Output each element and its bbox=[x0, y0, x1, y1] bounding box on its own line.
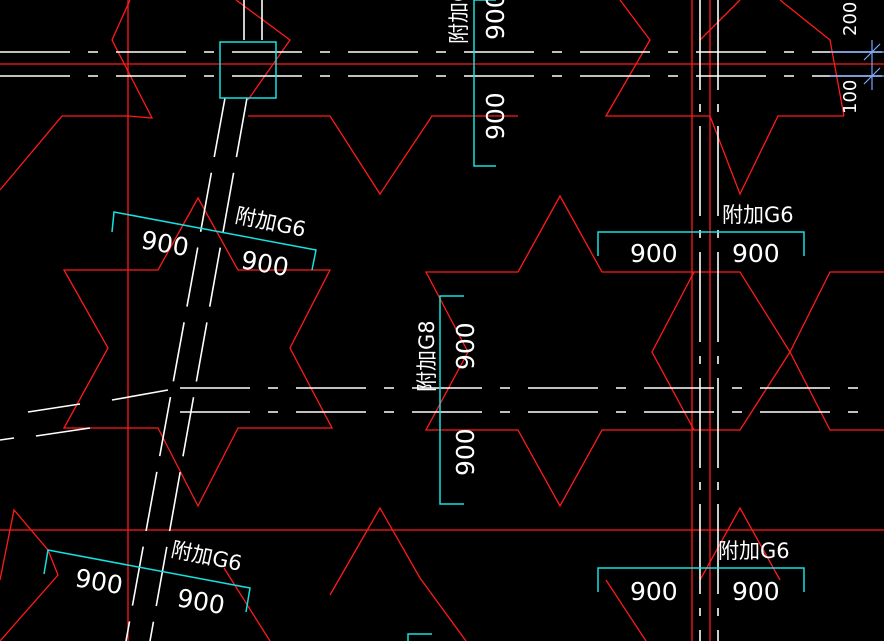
note-g6-right-lower: 附加G6 bbox=[718, 539, 790, 563]
dim-900-center-upper: 900 bbox=[451, 322, 480, 370]
dim-900-slanted-upper-b: 900 bbox=[239, 245, 291, 282]
dim-900-right-upper-b: 900 bbox=[732, 239, 780, 268]
dim-200-right: 200 bbox=[840, 2, 861, 36]
dimension-texts: 900 900 200 100 900 900 900 900 900 900 … bbox=[73, 0, 861, 620]
note-g-top-clipped: 附加G bbox=[447, 0, 471, 44]
dim-900-top-vertical: 900 bbox=[481, 92, 510, 140]
dim-100-right: 100 bbox=[840, 80, 861, 114]
dim-900-slanted-lower-a: 900 bbox=[73, 563, 125, 600]
dimension-ticks bbox=[830, 40, 884, 90]
dim-900-top-clipped: 900 bbox=[481, 0, 510, 40]
note-g8-center: 附加G8 bbox=[415, 320, 439, 392]
dim-900-center-lower: 900 bbox=[451, 428, 480, 476]
dim-900-slanted-upper-a: 900 bbox=[139, 225, 191, 262]
dim-900-slanted-lower-b: 900 bbox=[175, 583, 227, 620]
note-g6-right-upper: 附加G6 bbox=[722, 203, 794, 227]
dim-900-right-upper-a: 900 bbox=[630, 239, 678, 268]
dim-900-right-lower-b: 900 bbox=[732, 577, 780, 606]
cyan-dimension-brackets bbox=[43, 0, 805, 641]
dim-900-right-lower-a: 900 bbox=[630, 577, 678, 606]
note-g6-slanted-lower: 附加G6 bbox=[169, 537, 244, 575]
